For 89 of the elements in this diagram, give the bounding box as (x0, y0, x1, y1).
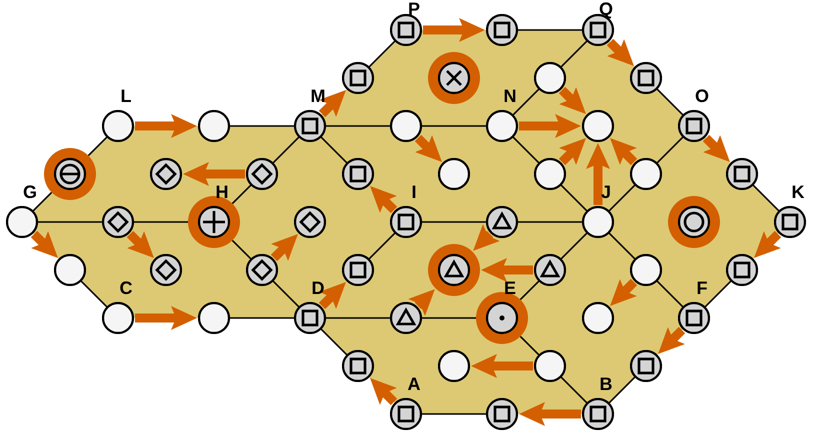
connector-line (80, 280, 108, 308)
connector-line (326, 317, 390, 319)
arrow (519, 114, 581, 138)
connector-line (704, 280, 732, 308)
node-label: F (696, 279, 708, 297)
connector-line (656, 280, 684, 308)
connector-line (38, 221, 102, 223)
connector-line (134, 221, 188, 223)
arrow (270, 234, 298, 262)
arrow (558, 86, 586, 114)
connector-line (88, 136, 108, 156)
connector-line (656, 88, 684, 116)
node-label: I (412, 183, 416, 201)
connector-line (422, 125, 486, 127)
highlighted-minus-node-circle (44, 148, 96, 200)
connector-line (560, 40, 588, 68)
node-label: D (312, 279, 324, 297)
connector-line (520, 280, 540, 300)
arrow (471, 354, 533, 378)
highlighted-dot-node-circle (476, 292, 528, 344)
connector-line (512, 136, 540, 164)
node-label: O (695, 87, 709, 105)
arrow (658, 326, 686, 354)
connector-line (512, 88, 540, 116)
arrow (183, 162, 245, 186)
arrow (754, 230, 782, 258)
connector-line (520, 336, 540, 356)
arrow (702, 134, 730, 162)
connector-line (32, 192, 52, 212)
arrow (370, 378, 398, 406)
connector-line (326, 125, 390, 127)
node-label: M (310, 87, 326, 105)
connector-line (232, 240, 252, 260)
highlighted-cross-node-circle (428, 52, 480, 104)
connector-line (272, 136, 300, 164)
node-label: B (600, 375, 612, 393)
node-label: A (408, 375, 420, 393)
arrow (558, 138, 586, 166)
arrow (423, 18, 485, 42)
arrow (519, 402, 581, 426)
connector-line (608, 184, 636, 212)
connector-line (230, 317, 294, 319)
arrow (586, 143, 610, 205)
node-label: N (504, 87, 516, 105)
highlighted-plus-node-circle (188, 196, 240, 248)
connector-line (608, 376, 636, 404)
node-label: L (120, 87, 132, 105)
connector-line (368, 232, 396, 260)
connector-line (272, 280, 300, 308)
connector-line (560, 184, 588, 212)
connector-line (608, 232, 636, 260)
connector-line (230, 125, 294, 127)
arrow (408, 289, 435, 316)
arrow (370, 186, 398, 214)
connector-line (368, 40, 396, 68)
arrow (606, 38, 634, 66)
connector-line (422, 221, 486, 223)
arrow (135, 306, 197, 330)
connector-line (518, 29, 582, 31)
connector-line (560, 232, 588, 260)
arrow (318, 282, 346, 310)
highlighted-ring-node-circle (668, 196, 720, 248)
node-label: H (216, 183, 228, 201)
node-label: J (601, 183, 611, 201)
connector-line (320, 136, 348, 164)
arrow (30, 230, 58, 258)
node-label: E (504, 279, 516, 297)
arrow (473, 224, 500, 251)
node-label: P (408, 0, 420, 18)
arrow (318, 90, 346, 118)
arrow (610, 138, 638, 166)
connector-line (560, 376, 588, 404)
connector-line (422, 317, 476, 319)
arrow (135, 114, 197, 138)
highlighted-triangle-node-circle (428, 244, 480, 296)
node-label: C (120, 279, 132, 297)
connector-line (422, 413, 486, 415)
connector-line (752, 184, 780, 212)
connector-line (656, 136, 684, 164)
node-label: K (792, 183, 804, 201)
arrow (126, 230, 154, 258)
node-label: G (23, 183, 37, 201)
connector-line (518, 221, 582, 223)
arrow (610, 278, 638, 306)
node-label: Q (599, 0, 613, 18)
arrow (414, 134, 442, 162)
arrow (481, 258, 533, 282)
connector-line (232, 184, 252, 204)
connector-line (320, 328, 348, 356)
